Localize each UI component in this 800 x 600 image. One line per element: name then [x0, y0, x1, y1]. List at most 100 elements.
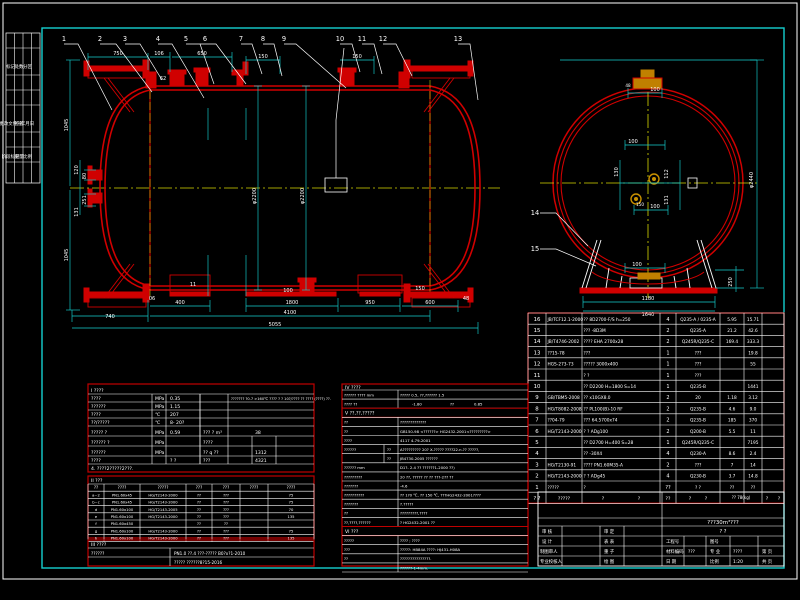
rev-cell: 标记 — [6, 63, 15, 70]
spec-val2-7: 4321 — [255, 458, 267, 464]
balloon-2: 2 — [98, 35, 102, 43]
nozzle-cell: 135 — [287, 515, 295, 519]
nozzle-cell: PN1.60x100 — [111, 537, 134, 541]
general-notes-table: IV ?????????? ???? mm????? 0.5, ??,?????… — [341, 383, 529, 573]
notes-unit-2: ?? — [450, 402, 454, 407]
nozzle-title: II ??? — [91, 478, 103, 484]
nozzle-cell: HG/T2143-2000 — [148, 515, 178, 519]
bom-item-no: 16 — [534, 317, 541, 323]
nozzle-cell: ??? — [223, 537, 229, 541]
nozzle-cell: 70 — [289, 508, 294, 512]
notes-label: ????? — [344, 538, 354, 543]
end-dim-250: 250 — [728, 277, 734, 287]
bom-header-cell: ?? 78(kg) — [732, 495, 751, 500]
spec-val-7: ? ? — [170, 458, 177, 464]
spec-label2-5: ???? — [203, 440, 213, 446]
nozzle-cell: ??? — [223, 501, 229, 505]
dimension-lines-front — [66, 52, 479, 334]
balloon-7: 7 — [239, 35, 243, 43]
spec-text: I ???? ???? MPa 0.35 ??????? ?0.7 >160℃ … — [91, 388, 331, 472]
spec-unit-0: MPa — [155, 396, 165, 402]
notes-section-title: VI ??? — [345, 529, 359, 535]
spec-unit-4: MPa — [155, 430, 165, 436]
balloon-leaders-end — [540, 212, 597, 267]
notes-sublabel: ?? — [387, 447, 391, 452]
notes-section-title: V ??,??,????? — [345, 411, 375, 417]
bom-material: Q235-B — [690, 406, 706, 412]
bom-header-cell: ? — [602, 496, 605, 502]
spec-label-4: ????? ? — [91, 430, 108, 436]
notes-label: ?? — [344, 556, 348, 561]
notes-value: ? HG2432-2001 ?? — [400, 520, 435, 525]
nozzle-col-header: ????? — [158, 485, 169, 490]
bom-material: ??? — [695, 362, 702, 368]
dim-950: 950 — [365, 300, 375, 306]
nozzle-cell: ??? — [223, 508, 229, 512]
rev-cell: 重量 — [15, 153, 24, 160]
dim-48: 48 — [463, 296, 469, 302]
dim-120: 120 — [74, 165, 80, 175]
bom-total-weight: 19.8 — [748, 350, 758, 356]
rev-cell: 更改文件号 — [0, 120, 22, 127]
tb-l2: 设 计 — [542, 538, 553, 545]
dim-small-62: 62 — [160, 76, 166, 82]
dim-400: 400 — [175, 300, 185, 306]
spec-unit-3: ℃ — [155, 420, 160, 426]
bom-name: ???? PN1.60M35-A — [584, 462, 623, 468]
nozzle-cell: 135 — [287, 537, 295, 541]
bom-standard: ??04-79 — [548, 418, 565, 424]
bom-name: ?? D2700 H=400 S=28 — [584, 440, 634, 446]
spec-label2-4: ??? ? m³ — [203, 430, 222, 436]
bom-material: Q230-B — [690, 474, 706, 480]
bom-total-weight: 9.0 — [750, 406, 757, 412]
bom-material: Q235-B — [690, 418, 706, 424]
bottom-saddle-outline — [87, 263, 471, 308]
dim-1800: 1800 — [286, 300, 299, 306]
bom-header-cell: ?? — [666, 496, 671, 502]
notes-label: ?????????? — [344, 493, 364, 498]
balloon-8: 8 — [261, 35, 265, 43]
end-dim-small-b: 150 — [636, 202, 644, 207]
nozzle-cell: ?? — [197, 537, 201, 541]
rev-cell: 年月日 — [21, 120, 34, 127]
end-top-nozzle — [633, 69, 662, 89]
nozzle-cell: ?? — [197, 529, 201, 533]
spec-title: I ???? — [91, 388, 104, 394]
end-dim-1640: 1640 — [642, 312, 655, 318]
tb-l11: 专业校核人 — [540, 558, 563, 565]
notes-value: GB150-98 <??????> HG2432-2001<?????????> — [400, 429, 491, 434]
notes-label: ?? — [344, 511, 348, 516]
balloon-11: 11 — [358, 35, 366, 43]
spec-note-bottom: 4. ????2?????2???. — [91, 466, 133, 472]
detail-leader — [335, 47, 345, 178]
nozzle-cell: ?? — [197, 515, 201, 519]
bom-material: Q235-A / 0235-A — [680, 317, 716, 323]
notes-label: ??,????,?????? — [344, 520, 371, 525]
nz-f-v0: PN1.0 ??.4 ???-????? B0?x?1-2010 — [174, 551, 246, 556]
tb-l5: 图号 — [710, 539, 719, 545]
tb-l12: 绘 图 — [604, 558, 615, 565]
detail-callout-box — [324, 177, 348, 193]
notes-value: 20 ??, ????? ?? ?? ???-2?? ?? — [400, 474, 453, 479]
rev-cell: 处数 — [15, 63, 24, 70]
notes-label: ?????? ???? mm — [344, 392, 374, 397]
notes-value: ????????????? — [400, 420, 426, 425]
bom-unit-weight: 8.6 — [729, 451, 736, 457]
end-dim-100d: 100 — [632, 262, 642, 268]
notes-label: ??? — [344, 547, 350, 552]
balloon-6: 6 — [203, 35, 207, 43]
bom-name: ????? 3000x400 — [584, 362, 619, 368]
bom-item-no: 1 — [535, 485, 538, 491]
nz-f-v1: ????? ??????8?15-2016 — [174, 560, 222, 565]
bom-name: ?? -30X4 — [584, 451, 603, 457]
bom-standard: HG/T8082-2008 — [548, 406, 582, 412]
bom-name: ? ? — [584, 373, 590, 379]
bom-unit-weight: 4.6 — [729, 406, 736, 412]
notes-value: 4117 4-79-2001 — [400, 438, 431, 443]
bom-total-weight: 3.12 — [748, 395, 758, 401]
nozzle-cell: ??? — [223, 493, 229, 497]
notes-sublabel: ?? — [387, 456, 391, 461]
nozzle-cell: ?? — [197, 501, 201, 505]
bom-unit-weight: 5.95 — [727, 317, 737, 323]
